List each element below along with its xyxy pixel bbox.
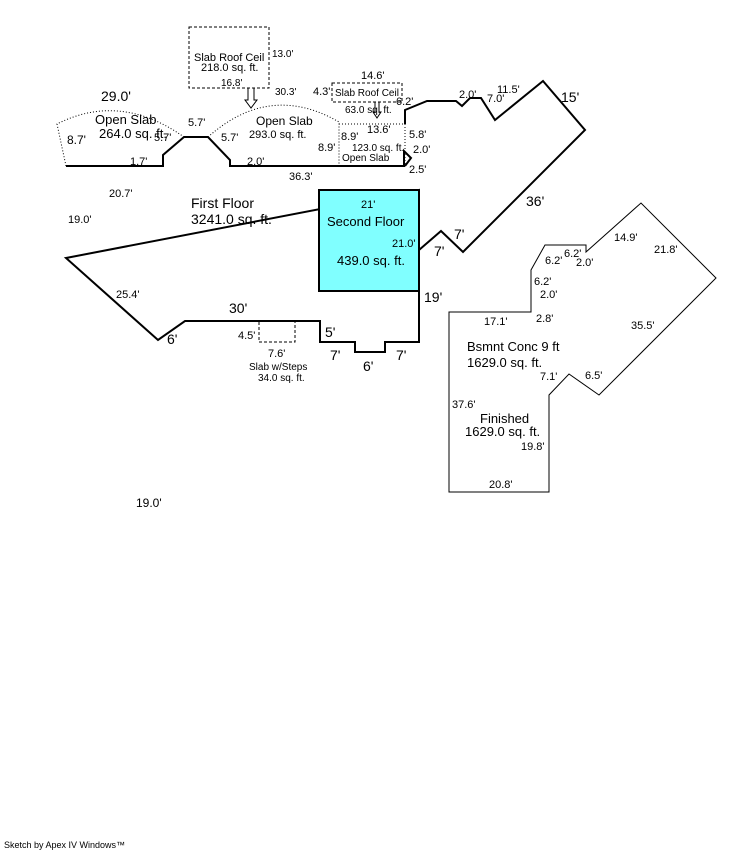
dim-label: 5.8' (409, 129, 426, 141)
dim-label: 19.0' (68, 214, 92, 226)
dim-label: 17.1' (484, 316, 508, 328)
first-floor-area: 3241.0 sq. ft. (191, 211, 272, 227)
dim-label: 7' (396, 347, 406, 363)
basement-outline (448, 202, 717, 493)
dim-label: 4.5' (238, 330, 255, 342)
dim-label: 5' (325, 324, 335, 340)
slab-roof-ceil-small-name: Slab Roof Ceil (335, 88, 399, 99)
open-slab-mid-name: Open Slab (256, 114, 313, 128)
dim-label: 2.0' (540, 289, 557, 301)
finished-area: 1629.0 sq. ft. (465, 424, 540, 439)
second-floor-area: 439.0 sq. ft. (337, 253, 405, 268)
slab-steps-area: 34.0 sq. ft. (258, 373, 305, 384)
open-slab-small-name: Open Slab (342, 153, 390, 164)
dim-label: 7' (434, 243, 444, 259)
open-slab-left-area: 264.0 sq. ft. (99, 126, 167, 141)
slab-steps-box (258, 320, 296, 343)
slab-roof-ceil-small-area: 63.0 sq. ft. (345, 105, 392, 116)
slab-steps-name: Slab w/Steps (249, 362, 307, 373)
dim-label: 5.7' (221, 132, 238, 144)
dim-label: 25.4' (116, 289, 140, 301)
dim-label: 6.2' (564, 248, 581, 260)
arrow-down-icon (244, 88, 258, 109)
dim-label: 5.7' (154, 132, 171, 144)
open-slab-left-outline (56, 110, 185, 167)
open-slab-left-name: Open Slab (95, 112, 156, 127)
dim-label: 2.5' (409, 164, 426, 176)
first-floor-name: First Floor (191, 195, 254, 211)
dim-label: 30.3' (275, 87, 296, 98)
dim-label: 7.1' (540, 371, 557, 383)
open-slab-small-area: 123.0 sq. ft. (352, 143, 404, 154)
second-floor-name: Second Floor (327, 214, 405, 229)
slab-roof-ceil-small-box (331, 82, 403, 103)
dim-label: 6.5' (585, 370, 602, 382)
dim-label: 7' (454, 226, 464, 242)
dim-label: 35.5' (631, 320, 655, 332)
dim-label: 36' (526, 193, 544, 209)
dim-label: 19.8' (521, 441, 545, 453)
slab-roof-ceil-top-name: Slab Roof Ceil (194, 52, 264, 64)
dim-label: 8.7' (67, 133, 86, 147)
dim-label: 13.6' (367, 124, 391, 136)
open-slab-small-outline (339, 123, 406, 166)
dim-label: 21.0' (392, 238, 416, 250)
dim-label: 20.8' (489, 479, 513, 491)
dim-label: 11.5' (497, 84, 520, 96)
dim-label: 30' (229, 300, 247, 316)
dim-label: 2.0' (247, 156, 264, 168)
dim-label: 20.7' (109, 188, 133, 200)
basement-area: 1629.0 sq. ft. (467, 355, 542, 370)
dim-label: 16.8' (221, 78, 242, 89)
basement-name: Bsmnt Conc 9 ft (467, 339, 560, 354)
dim-label: 37.6' (452, 399, 476, 411)
dim-label: 36.3' (289, 171, 313, 183)
second-floor-area (318, 189, 420, 292)
dim-label: 7.6' (268, 348, 285, 360)
dim-label: 29.0' (101, 88, 131, 104)
dim-label: 21' (361, 199, 375, 211)
dim-label: 2.0' (576, 257, 593, 269)
dim-label: 6.2' (534, 276, 551, 288)
dim-label: 8.9' (341, 131, 358, 143)
dim-label: 8.9' (318, 142, 335, 154)
arrow-down-icon-small (372, 102, 382, 119)
dim-label: 13.0' (272, 49, 293, 60)
dim-label: 15' (561, 89, 579, 105)
dim-label: 2.0' (459, 89, 476, 101)
dim-label: 6.2' (545, 255, 562, 267)
dim-label: 1.7' (130, 156, 147, 168)
dim-label: 6' (363, 358, 373, 374)
dim-label: 7.0' (487, 93, 504, 105)
dim-label: 2.8' (536, 313, 553, 325)
dim-label: 4.3' (313, 86, 330, 98)
dim-label: 19' (424, 289, 442, 305)
dim-label: 7' (330, 347, 340, 363)
dim-label: 14.6' (361, 70, 385, 82)
dim-label: 6.2' (396, 96, 413, 108)
footer-credit: Sketch by Apex IV Windows™ (4, 840, 126, 850)
dim-label: 19.0' (136, 496, 162, 510)
dim-label: 14.9' (614, 232, 638, 244)
dim-label: 2.0' (413, 144, 430, 156)
dim-label: 6' (167, 331, 177, 347)
finished-name: Finished (480, 411, 529, 426)
first-floor-outline (63, 79, 587, 353)
dim-label: 21.8' (654, 244, 678, 256)
dim-label: 5.7' (188, 117, 205, 129)
slab-roof-ceil-top-area: 218.0 sq. ft. (201, 62, 258, 74)
slab-roof-ceil-top-box (188, 26, 270, 89)
open-slab-mid-area: 293.0 sq. ft. (249, 129, 306, 141)
